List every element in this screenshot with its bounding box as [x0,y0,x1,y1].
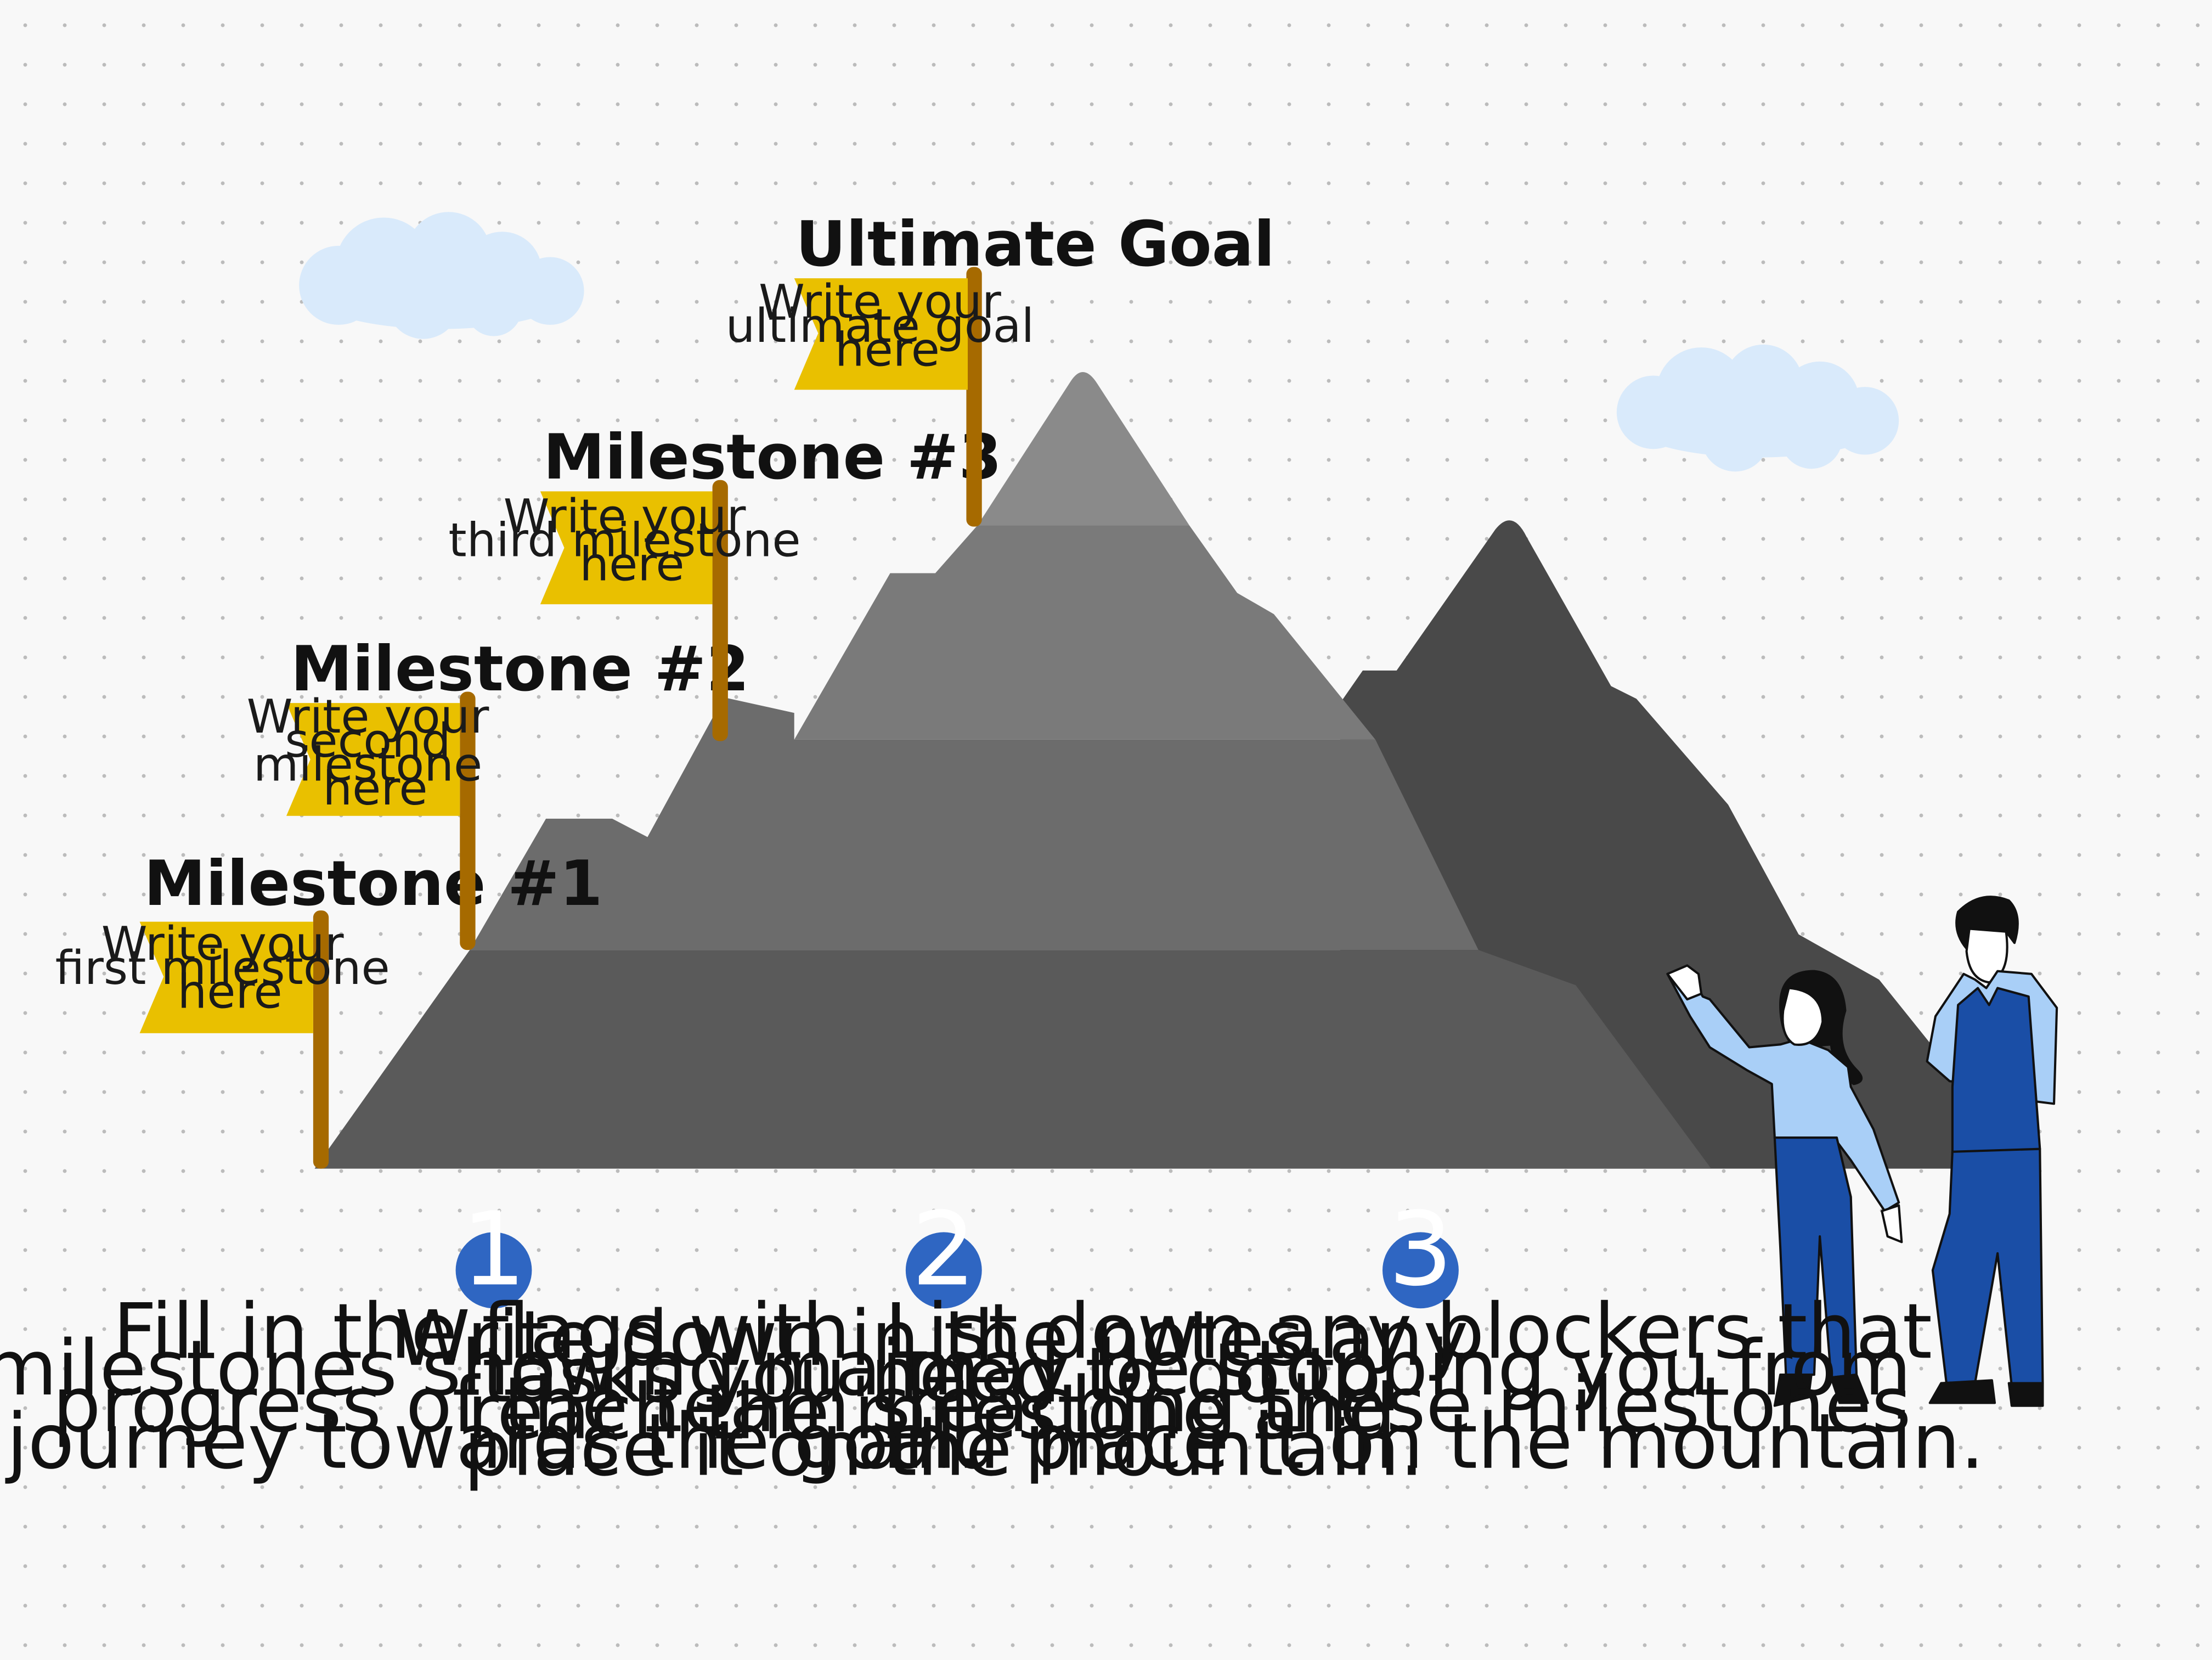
flag-line: here [178,965,283,1020]
step-line: milestones showing major [0,1324,981,1413]
step-2: 2 Write down in the notes any tasks you … [395,1190,1493,1493]
flag-line: ultimate goal [726,299,1035,353]
flag-line: here [579,537,684,592]
step-line: Write down in the notes any [395,1294,1469,1383]
flag-pole [313,910,329,1169]
flag-title: Milestone #3 [543,421,1002,493]
flag-line: Write your [504,489,746,544]
flag-line: milestone [253,738,482,792]
flag-title: Milestone #1 [144,847,602,920]
flag-line: first milestone [55,941,390,995]
flag-icon [540,491,713,605]
flag-icon [286,703,460,816]
flag-line: Write your [101,917,344,971]
flag-text: Write your third milestone here [448,489,815,592]
flag-pole [460,691,476,950]
flag-line: here [323,762,427,816]
step-number: 3 [1389,1190,1453,1309]
mountain-band-2 [470,697,1479,950]
step-text: List down any blockers that may be stopp… [857,1287,1985,1486]
step-line: journey towards the goal. [5,1397,981,1486]
flag-pole [966,267,982,527]
step-line: reach the milestone and [467,1368,1396,1456]
flag-line: Write your [759,275,1001,329]
flag-text: Write your ultimate goal here [726,275,1049,377]
cloud-icon [299,212,584,339]
step-number-badge [455,1232,532,1309]
step-1: 1 Fill in the flags with milestones show… [0,1190,1005,1486]
step-number: 1 [461,1190,526,1309]
flag-text: Write your second milestone here [247,690,504,816]
step-line: reaching these milestones [906,1360,1911,1449]
flag-milestone-1[interactable]: Milestone #1 Write your first milestone … [55,847,603,1169]
mountain-band-4 [978,372,1189,526]
flag-line: second [285,714,451,768]
flag-title: Ultimate Goal [795,208,1275,280]
step-number-badge [905,1232,982,1309]
flag-line: here [835,323,940,378]
step-number-badge [1383,1232,1459,1309]
step-line: progress of the team's [53,1360,911,1449]
step-text: Fill in the flags with milestones showin… [0,1287,1005,1486]
step-line: place it on the mountain. [464,1404,1424,1493]
step-number: 2 [911,1190,976,1309]
flag-title: Milestone #2 [291,633,749,705]
woman-pointing-icon [1666,964,1903,1407]
flag-milestone-2[interactable]: Milestone #2 Write your second milestone… [247,633,749,950]
mountain-band-3 [794,525,1376,740]
flag-milestone-3[interactable]: Milestone #3 Write your third milestone … [448,421,1002,741]
step-line: tasks you need to do to [482,1331,1381,1420]
step-text: Write down in the notes any tasks you ne… [395,1294,1493,1493]
step-3: 3 List down any blockers that may be sto… [857,1190,1985,1486]
step-line: List down any blockers that [885,1287,1932,1376]
flag-icon [139,921,313,1033]
man-thinking-icon [1926,896,2058,1407]
flag-line: third milestone [448,514,800,568]
flag-icon [794,278,968,390]
step-line: may be stopping you from [906,1324,1912,1413]
mountain-band-1 [314,950,1712,1169]
cloud-icon [1616,344,1899,472]
flag-line: Write your [247,690,489,744]
flag-ultimate-goal[interactable]: Ultimate Goal Write your ultimate goal h… [726,208,1275,527]
step-line: Fill in the flags with [113,1287,850,1376]
mountain-icon [314,372,1712,1169]
step-line: and place it on the mountain. [857,1397,1985,1486]
flag-pole [712,480,728,741]
flag-text: Write your first milestone here [55,917,405,1019]
